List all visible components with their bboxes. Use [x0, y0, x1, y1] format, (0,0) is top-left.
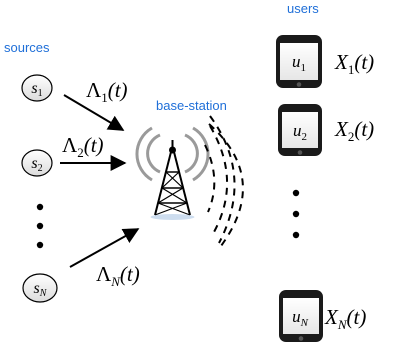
user-2-sub: 2 [302, 131, 308, 143]
queue-label-2: X2(t) [334, 117, 374, 144]
user-phone-2: u2 [278, 104, 322, 156]
user-n-sub: N [300, 317, 309, 329]
source-n-sub: N [39, 288, 48, 299]
svg-text:sN: sN [34, 280, 48, 299]
user-1-sub: 1 [301, 62, 307, 74]
queue-label-1: X1(t) [334, 50, 374, 77]
source-node-1: s1 [21, 74, 53, 102]
source-1-var: s [31, 80, 37, 97]
users-label: users [287, 1, 319, 16]
source-n-var: s [34, 280, 40, 297]
source-2-var: s [31, 155, 37, 172]
user-phone-1: u1 [276, 35, 322, 88]
arrival-rate-n: ΛN(t) [96, 262, 140, 289]
source-node-n: sN [22, 273, 58, 303]
svg-text:uN: uN [292, 307, 309, 329]
user-2-var: u [293, 121, 302, 140]
svg-text:u1: u1 [292, 52, 306, 74]
sources-label: sources [4, 40, 50, 55]
user-1-var: u [292, 52, 301, 71]
svg-text:s1: s1 [31, 80, 42, 99]
tower-icon [135, 126, 210, 220]
base-station-label: base-station [156, 98, 227, 113]
sources-ellipsis [36, 203, 44, 249]
svg-text:s2: s2 [31, 155, 42, 174]
user-n-var: u [292, 307, 301, 326]
arrival-rate-2: Λ2(t) [62, 133, 104, 160]
source-1-sub: 1 [38, 88, 43, 99]
user-phone-n: uN [279, 290, 323, 342]
arrival-rate-1: Λ1(t) [86, 78, 128, 105]
svg-text:u2: u2 [293, 121, 307, 143]
arrival-arrow-1 [63, 94, 125, 131]
source-node-2: s2 [21, 149, 53, 177]
source-2-sub: 2 [38, 163, 43, 174]
broadcast-arcs [204, 115, 244, 251]
arrival-arrow-n [69, 228, 140, 268]
queue-label-n: XN(t) [324, 305, 366, 332]
users-ellipsis [292, 189, 300, 239]
